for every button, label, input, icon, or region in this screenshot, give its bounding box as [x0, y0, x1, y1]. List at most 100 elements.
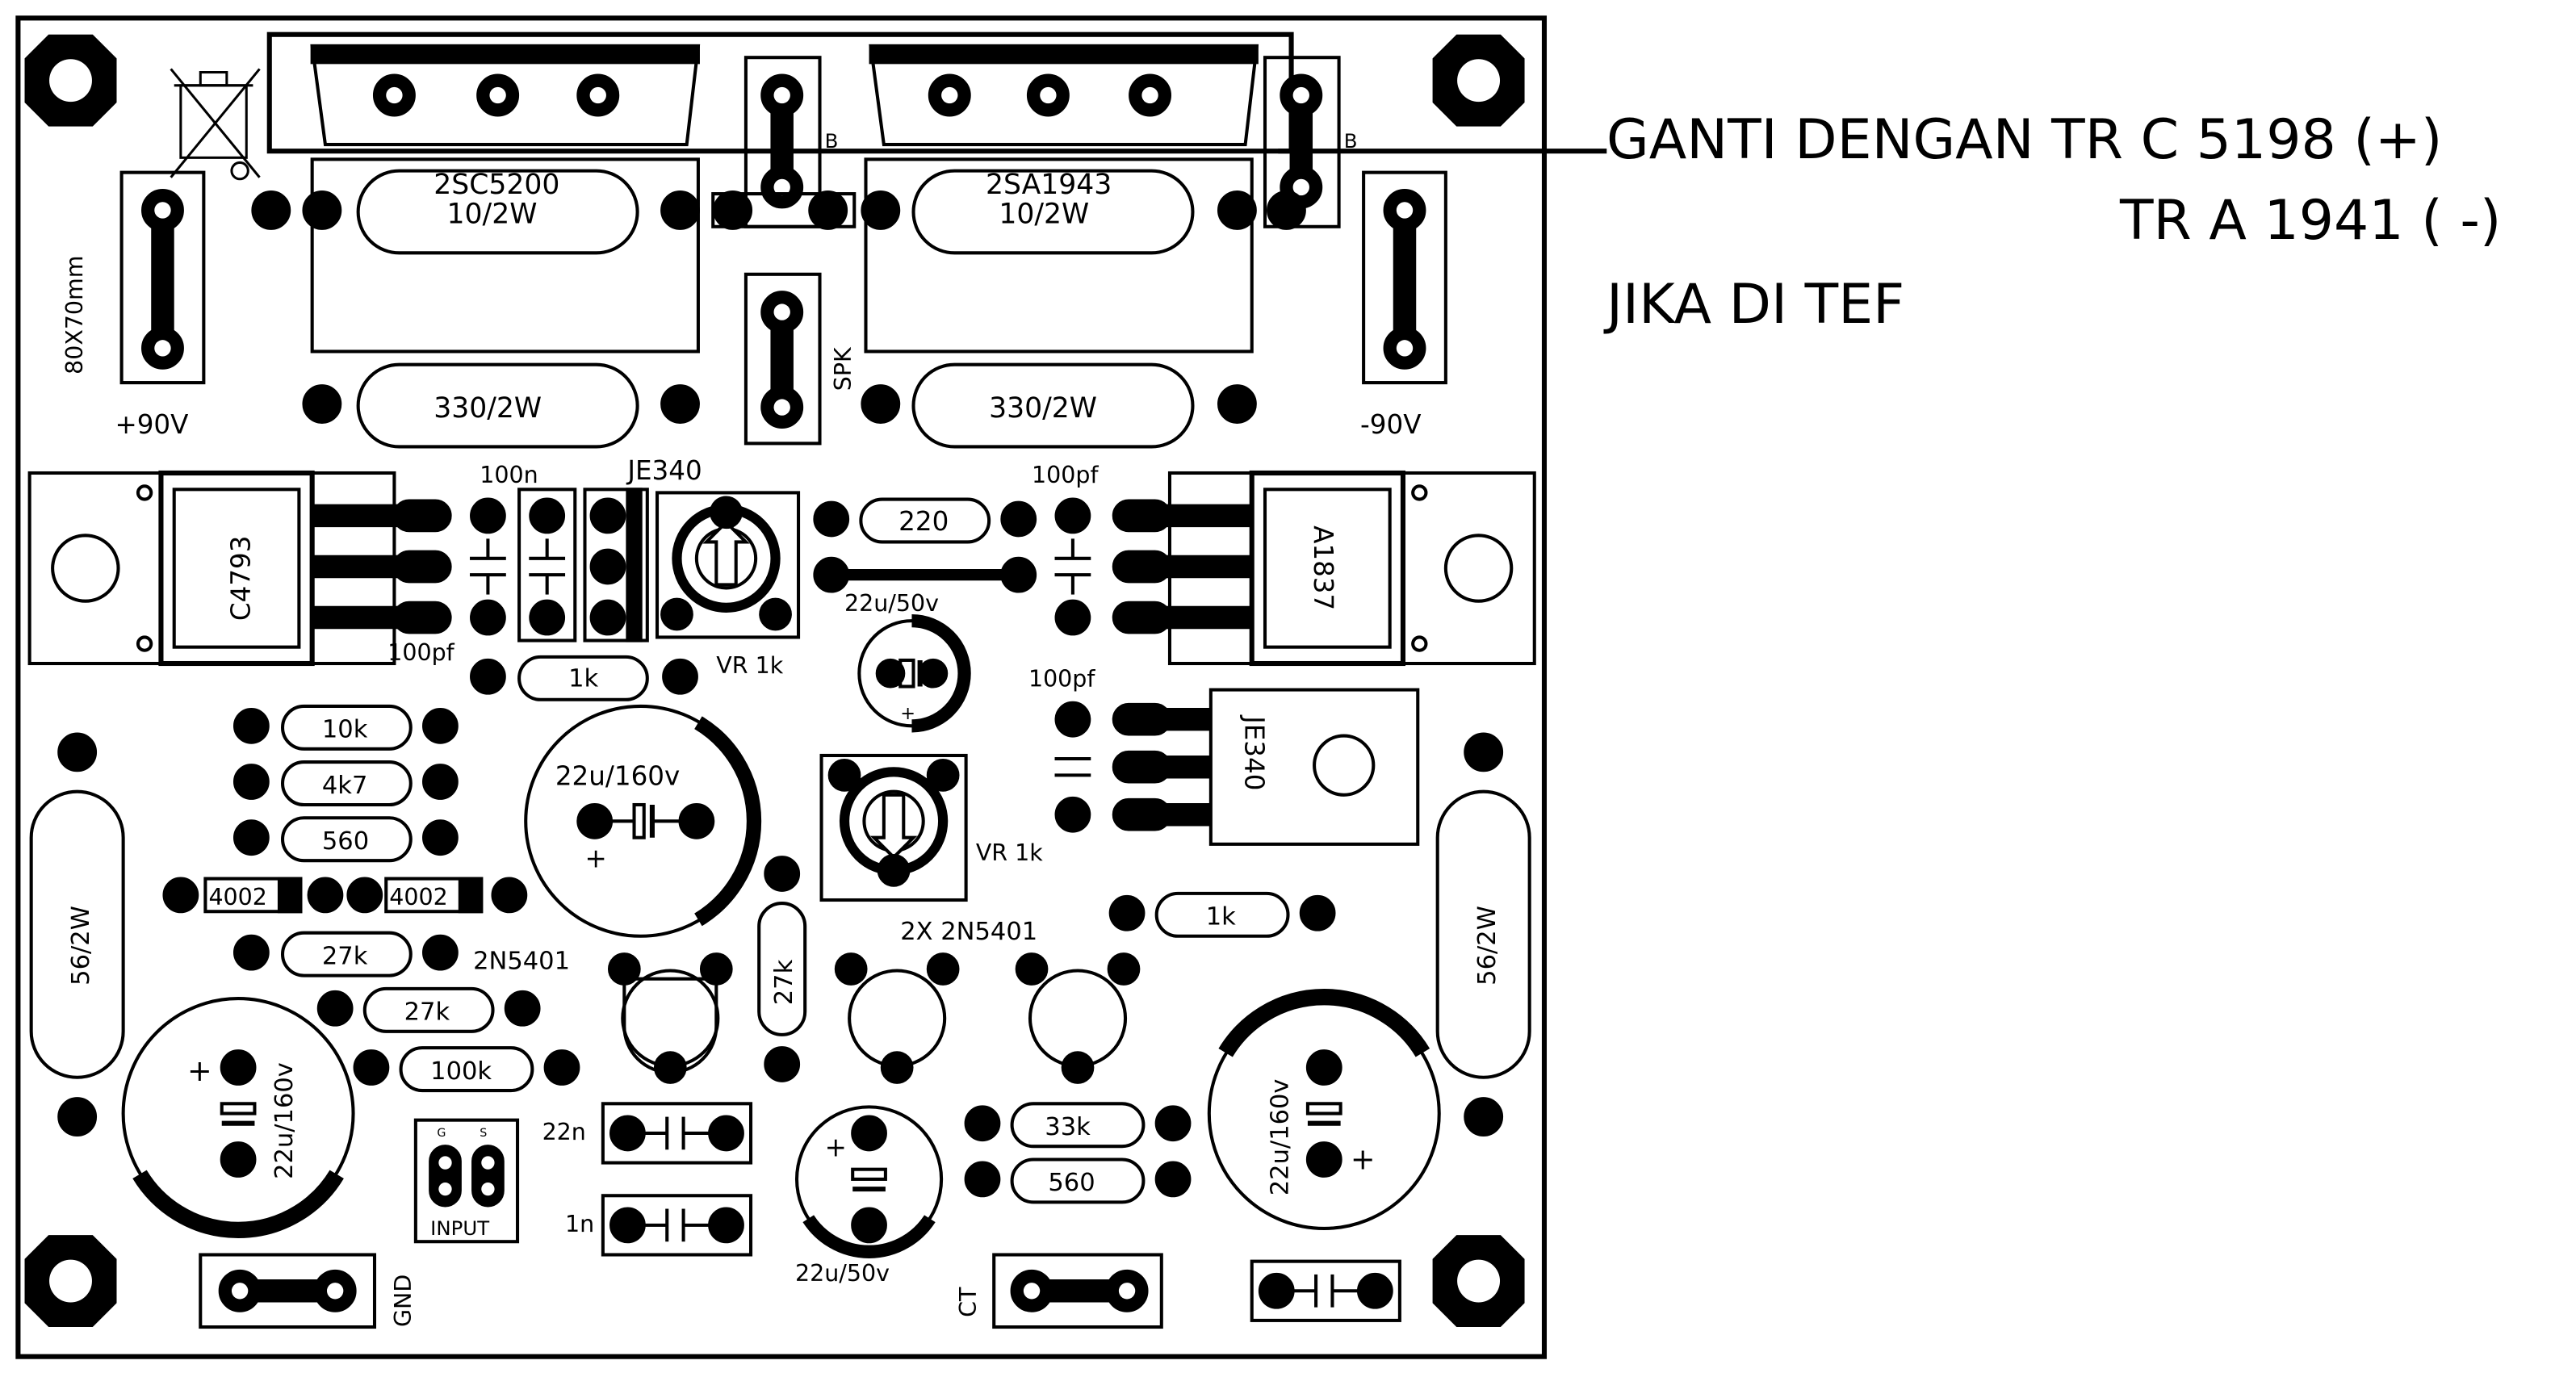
resistor-56-2w-left: [29, 732, 125, 1137]
connector-b-left: [743, 56, 822, 228]
elcap-22u-50v-top: [857, 613, 971, 733]
resistor-10-2w-left: [356, 169, 639, 255]
transistor-2sc5200-body: [310, 44, 701, 147]
label-100pf-top: 100pf: [1032, 462, 1099, 488]
label-je340-right: JE340: [1239, 714, 1270, 790]
label-1k-top: 1k: [568, 665, 598, 693]
label-10k: 10k: [322, 716, 368, 744]
resistor-33k: [964, 1102, 1192, 1149]
label-plus-center: +: [584, 843, 606, 873]
jumper-wire: [813, 556, 1037, 593]
label-plus-90v: +90V: [115, 409, 188, 440]
label-plus-bottom: +: [825, 1132, 847, 1162]
label-input: INPUT: [430, 1216, 489, 1240]
label-33k: 33k: [1045, 1113, 1091, 1141]
label-100n-top: 100n: [480, 462, 538, 488]
label-27k-vertical: 27k: [770, 959, 798, 1005]
annotation-line-1: GANTI DENGAN TR C 5198 (+): [1606, 108, 2443, 172]
resistor-27k-vertical: [757, 856, 807, 1082]
label-56-2w-right: 56/2W: [1473, 906, 1502, 986]
label-22u-160v-center: 22u/160v: [555, 761, 680, 792]
label-b-left: B: [825, 129, 839, 153]
label-2sa1943: 2SA1943: [986, 169, 1112, 201]
label-minus-90v: -90V: [1360, 409, 1421, 440]
transistor-a1837: [1112, 470, 1536, 667]
resistor-100k: [353, 1046, 580, 1093]
resistor-10k: [232, 704, 459, 751]
capacitor-100pf-mid: [1054, 701, 1091, 833]
resistor-560-b: [964, 1157, 1192, 1204]
transistor-2sa1943-body: [869, 44, 1259, 147]
label-b-right: B: [1344, 129, 1358, 153]
label-560-a: 560: [322, 827, 369, 856]
label-2n5401: 2N5401: [473, 947, 570, 975]
transistor-2n5401-c: [1015, 952, 1141, 1084]
label-330-2w-right: 330/2W: [989, 392, 1097, 425]
label-330-2w-left: 330/2W: [434, 392, 542, 425]
capacitor-100pf-right: [1054, 497, 1091, 636]
mounting-hole-tl: [24, 34, 117, 127]
label-560-b: 560: [1048, 1169, 1095, 1197]
label-vr-top: VR 1k: [716, 652, 783, 679]
connector-gnd: [199, 1253, 377, 1329]
label-22u-160v-right: 22u/160v: [1266, 1079, 1294, 1196]
capacitor-22n: [601, 1102, 753, 1165]
connector-b-right: [1263, 56, 1341, 228]
transistor-je340-top: [583, 488, 649, 643]
label-1k-mid: 1k: [1206, 903, 1236, 931]
label-gnd: GND: [390, 1275, 417, 1327]
spk-link-box: [711, 192, 857, 228]
label-a1837: A1837: [1308, 525, 1338, 610]
label-ct: CT: [955, 1287, 982, 1317]
label-22u-50v-bottom: 22u/50v: [795, 1260, 890, 1287]
weee-bin-icon: [170, 68, 261, 181]
label-plus-left: +: [187, 1053, 212, 1088]
resistor-27k-b: [316, 986, 541, 1033]
label-27k-b: 27k: [404, 998, 450, 1027]
connector-minus-90v: [1362, 170, 1447, 385]
resistor-4k7: [232, 760, 459, 807]
connector-plus-90v: [119, 170, 206, 385]
label-220: 220: [898, 506, 949, 537]
transistor-2n5401-a: [607, 952, 733, 1084]
label-10-2w-left: 10/2W: [447, 199, 538, 231]
resistor-330-2w-right: [911, 362, 1195, 449]
trimmer-vr-1k-top: [655, 491, 801, 639]
capacitor-100pf-left: [470, 497, 506, 636]
label-4002-b: 4002: [389, 884, 447, 910]
resistor-box-left: [310, 157, 700, 354]
resistor-1k-mid: [1108, 891, 1336, 938]
label-56-2w-left: 56/2W: [67, 906, 95, 986]
elcap-22u-50v-bottom: [794, 1105, 944, 1258]
mounting-hole-br: [1432, 1235, 1525, 1328]
label-c4793: C4793: [225, 536, 256, 622]
label-1n: 1n: [565, 1211, 594, 1237]
elcap-22u-160v-right: [1207, 989, 1441, 1230]
annotation-line-3: JIKA DI TEF: [1606, 273, 1905, 337]
label-22u-160v-left: 22u/160v: [270, 1062, 299, 1179]
elcap-22u-160v-left: [121, 997, 355, 1239]
resistor-10-2w-right: [911, 169, 1195, 255]
capacitor-100n-bottom: [1250, 1259, 1401, 1322]
label-plus-right: +: [1351, 1142, 1376, 1177]
resistor-56-2w-right: [1435, 732, 1531, 1137]
resistor-220: [813, 497, 1037, 544]
label-input-s: S: [480, 1127, 487, 1140]
mounting-hole-tr: [1432, 34, 1525, 127]
label-board-size: 80X70mm: [61, 256, 88, 375]
transistor-je340-right: [1112, 688, 1420, 846]
board-outline: [15, 15, 1548, 1359]
label-100k: 100k: [430, 1057, 492, 1086]
connector-ct: [992, 1253, 1163, 1329]
diode-4002-pair: [162, 877, 528, 914]
label-2x-2n5401: 2X 2N5401: [900, 918, 1037, 946]
resistor-box-right: [864, 157, 1254, 354]
trimmer-vr-1k-mid: [819, 753, 968, 902]
resistor-1k-top: [470, 655, 698, 701]
transistor-2n5401-b: [834, 952, 960, 1084]
label-spk: SPK: [830, 346, 857, 391]
label-je340-top: JE340: [626, 455, 702, 486]
pad-row-10-2w: [251, 190, 1306, 230]
label-100pf-left: 100pf: [387, 639, 454, 666]
label-plus-small: +: [900, 703, 915, 724]
